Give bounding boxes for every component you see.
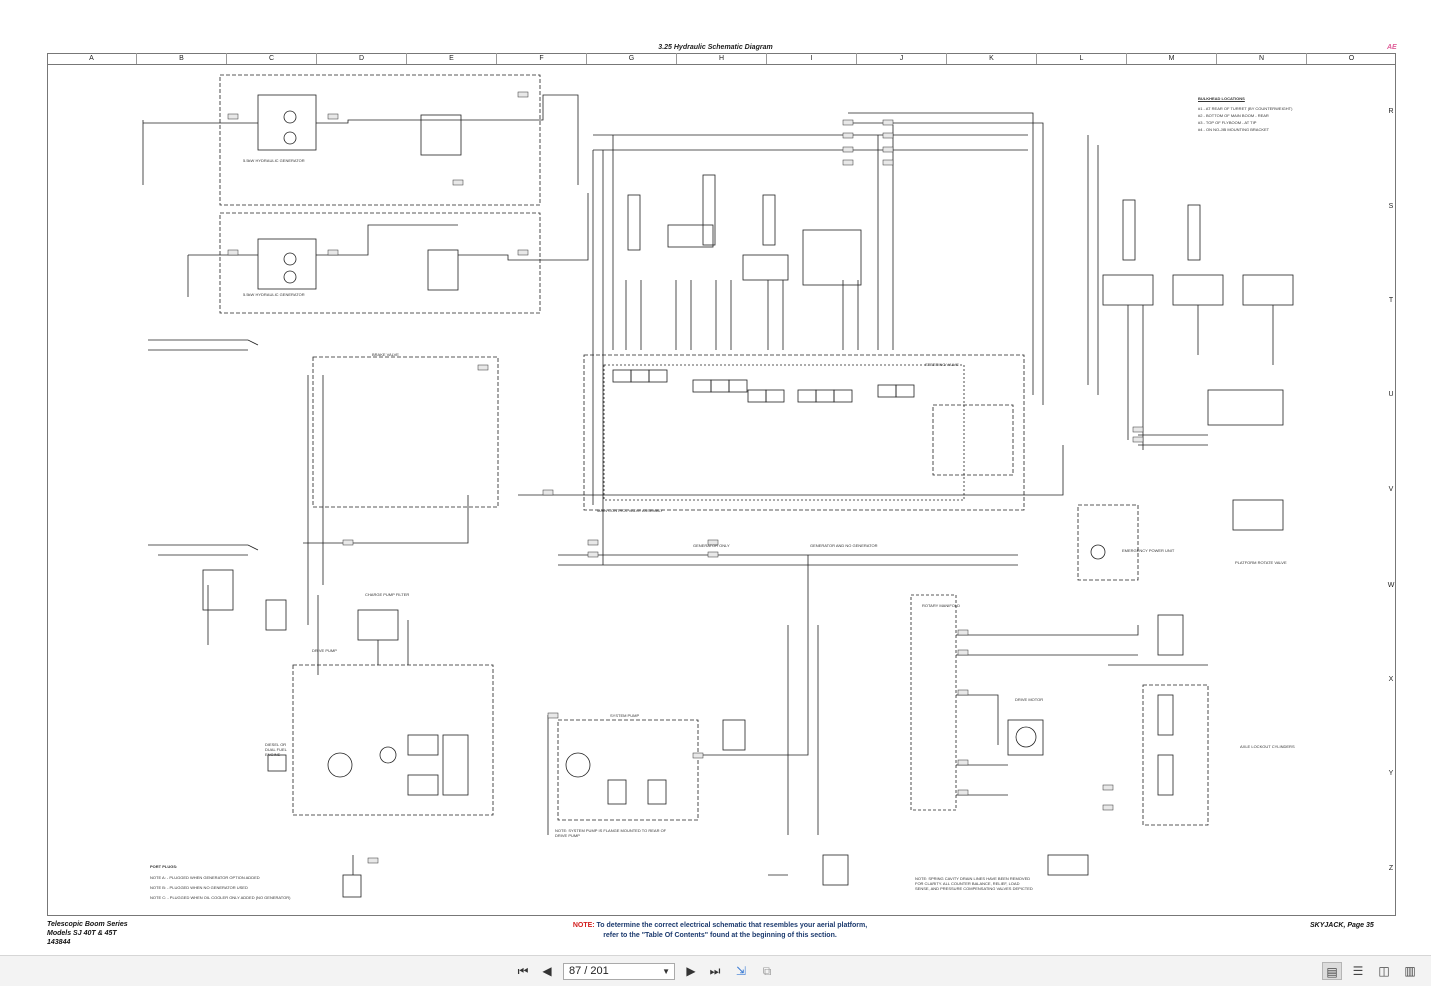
schematic-frame	[47, 53, 1396, 916]
drive-motor-label: DRIVE MOTOR	[1015, 697, 1044, 702]
column-label: L	[1037, 53, 1127, 64]
row-label: V	[1388, 486, 1394, 493]
note-label: NOTE:	[572, 922, 595, 929]
main-valve-label: MAIN CONTROL VALVE ASSEMBLY	[597, 508, 664, 513]
column-header-row: A B C D E F G H I J K L M N O	[47, 53, 1396, 65]
column-label: K	[947, 53, 1037, 64]
system-pump-note: NOTE: SYSTEM PUMP IS FLANGE MOUNTED TO R…	[555, 828, 667, 838]
chevron-down-icon: ▼	[662, 967, 670, 976]
drive-pump-label: DRIVE PUMP	[312, 648, 337, 653]
port-plug-note: NOTE B: - PLUGGED WHEN NO GENERATOR USED	[150, 885, 248, 890]
document-page: 3.25 Hydraulic Schematic Diagram AE A B …	[47, 44, 1397, 947]
row-label: U	[1388, 391, 1394, 398]
row-label: Y	[1388, 770, 1394, 777]
case-drain-note: NOTE: SPRING CAVITY DRAIN LINES HAVE BEE…	[915, 876, 1033, 891]
column-label: E	[407, 53, 497, 64]
footer-page: SKYJACK, Page 35	[1310, 922, 1374, 929]
emergency-pump-label: EMERGENCY POWER UNIT	[1122, 548, 1175, 553]
line-label: GENERATOR AND NO GENERATOR	[810, 543, 878, 548]
page-display: 87 / 201	[569, 965, 609, 977]
note-line-1: To determine the correct electrical sche…	[596, 922, 868, 929]
row-label: T	[1388, 297, 1394, 304]
footer-part-number: 143844	[47, 939, 71, 946]
bulkhead-note: #2 - BOTTOM OF MAIN BOOM - REAR	[1198, 113, 1269, 118]
bulkhead-note: #4 - ON NO-JIB MOUNTING BRACKET	[1198, 127, 1270, 132]
revision-tag: AE	[1387, 44, 1397, 51]
hydraulic-schematic-drawing	[142, 74, 1294, 898]
row-label: X	[1388, 676, 1394, 683]
viewer-toolbar: ⏮ ◀ 87 / 201 ▼ ▶ ⏭ ⇲ ⧉ ▤ ☰ ◫ ▥	[0, 955, 1431, 986]
axle-lockout-label: AXLE LOCKOUT CYLINDERS	[1240, 744, 1295, 749]
generator-label: 5.5kW HYDRAULIC GENERATOR	[243, 292, 305, 297]
steering-valve-label: STEERING VALVE	[925, 362, 959, 367]
charge-filter-label: CHARGE PUMP FILTER	[365, 592, 410, 597]
column-label: C	[227, 53, 317, 64]
row-label: Z	[1388, 865, 1394, 872]
generator-label: 5.5kW HYDRAULIC GENERATOR	[243, 158, 305, 163]
column-label: D	[317, 53, 407, 64]
bulkhead-title: BULKHEAD LOCATIONS	[1198, 96, 1245, 101]
column-label: N	[1217, 53, 1307, 64]
column-label: O	[1348, 55, 1355, 62]
footer-models: Telescopic Boom Series Models SJ 40T & 4…	[47, 920, 128, 947]
next-page-icon[interactable]: ▶	[686, 964, 696, 978]
first-page-icon[interactable]: ⏮	[517, 964, 529, 978]
column-label: F	[497, 53, 587, 64]
column-label: A	[47, 53, 137, 64]
last-page-icon[interactable]: ⏭	[709, 964, 721, 978]
note-line-2: refer to the "Table Of Contents" found a…	[603, 932, 837, 939]
single-page-view-icon[interactable]: ▤	[1322, 962, 1342, 980]
engine-label: DIESEL OR DUAL FUEL ENGINE	[265, 742, 287, 757]
bulkhead-note: #1 - AT REAR OF TURRET (BY COUNTERWEIGHT…	[1198, 106, 1293, 111]
section-title: 3.25 Hydraulic Schematic Diagram	[658, 44, 773, 51]
fit-page-icon[interactable]: ⇲	[735, 964, 747, 978]
port-plugs-title: PORT PLUGS:	[150, 864, 178, 869]
column-label: H	[677, 53, 767, 64]
two-page-view-icon[interactable]: ◫	[1378, 964, 1390, 978]
rotary-manifold-label: ROTARY MANIFOLD	[922, 603, 961, 608]
column-label: G	[587, 53, 677, 64]
footer-models-line: Models SJ 40T & 45T	[47, 930, 117, 937]
column-label: B	[137, 53, 227, 64]
continuous-view-icon[interactable]: ☰	[1352, 964, 1364, 978]
footer-note: NOTE: To determine the correct electrica…	[300, 921, 1140, 941]
column-label: J	[857, 53, 947, 64]
rotate-icon[interactable]: ⧉	[762, 964, 772, 978]
line-label: GENERATOR ONLY	[693, 543, 730, 548]
row-label: W	[1387, 582, 1395, 589]
platform-rotate-label: PLATFORM ROTATE VALVE	[1235, 560, 1287, 565]
two-page-continuous-icon[interactable]: ▥	[1404, 964, 1416, 978]
port-plug-note: NOTE A: - PLUGGED WHEN GENERATOR OPTION …	[150, 875, 260, 880]
port-plug-note: NOTE C: - PLUGGED WHEN OIL COOLER ONLY A…	[150, 895, 291, 900]
column-label: M	[1127, 53, 1217, 64]
row-label: R	[1388, 108, 1394, 115]
system-pump-label: SYSTEM PUMP	[610, 713, 640, 718]
bulkhead-note: #3 - TOP OF FLYBOOM - AT TIP	[1198, 120, 1257, 125]
brake-valve-label: BRAKE VALVE	[372, 352, 399, 357]
row-label: S	[1388, 203, 1394, 210]
column-label: I	[767, 53, 857, 64]
prev-page-icon[interactable]: ◀	[542, 964, 552, 978]
page-number-select[interactable]: 87 / 201 ▼	[563, 963, 675, 980]
footer-series: Telescopic Boom Series	[47, 921, 128, 928]
